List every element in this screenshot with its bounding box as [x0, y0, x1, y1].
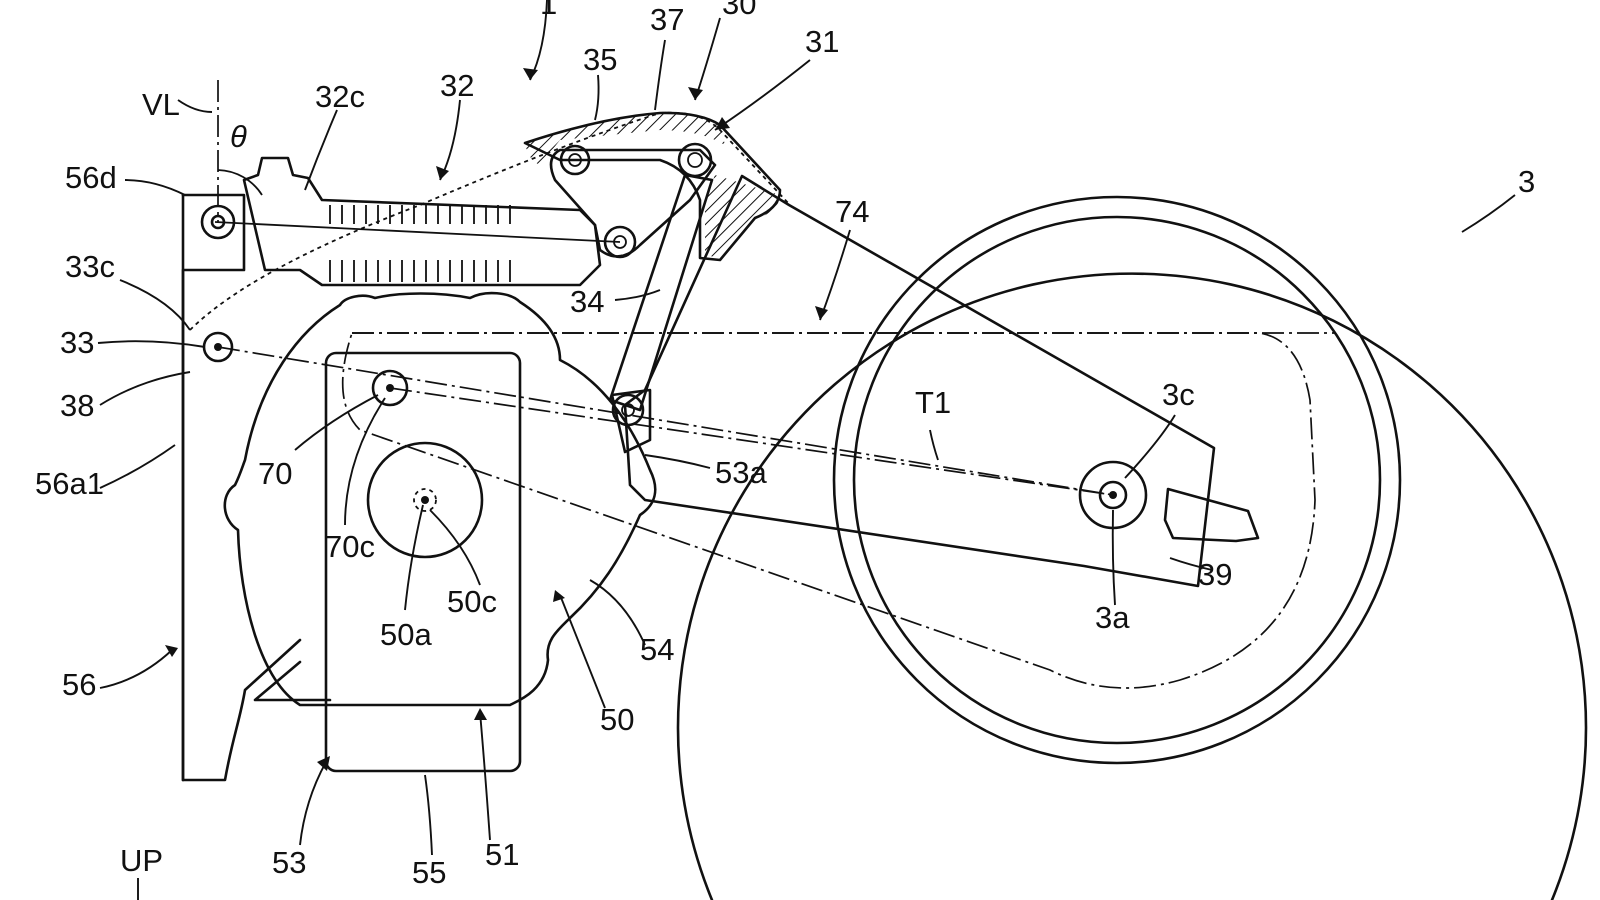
- rim-inner: [852, 215, 1382, 745]
- label-theta: θ: [230, 119, 247, 154]
- label-70c: 70c: [325, 529, 375, 564]
- label-1: 1: [540, 0, 557, 21]
- label-74: 74: [835, 194, 869, 229]
- label-UP: UP: [120, 843, 163, 878]
- label-50: 50: [600, 702, 634, 737]
- label-50c: 50c: [447, 584, 497, 619]
- power-unit-50: [223, 291, 657, 773]
- cover-38: [189, 111, 791, 331]
- label-56d: 56d: [65, 160, 117, 195]
- spring-coils: [329, 205, 511, 282]
- angle-arc-theta: [217, 169, 263, 196]
- label-37: 37: [650, 2, 684, 37]
- line-33-to-3a: [217, 346, 1114, 496]
- label-39: 39: [1198, 557, 1232, 592]
- label-54: 54: [640, 632, 674, 667]
- link-mount-53a: [610, 388, 652, 454]
- axle-3a-inner: [1098, 480, 1128, 510]
- label-33: 33: [60, 325, 94, 360]
- label-3: 3: [1518, 164, 1535, 199]
- label-55: 55: [412, 855, 446, 890]
- shock-body: [242, 156, 602, 287]
- cover-55: [324, 351, 522, 773]
- pulley-50: [366, 441, 484, 559]
- swing-arm-outline: [623, 174, 1216, 588]
- label-56: 56: [62, 667, 96, 702]
- swing-arm: [341, 174, 1335, 689]
- link-rod-34: [608, 173, 714, 412]
- frame-plate-56: [181, 193, 302, 782]
- rear-wheel: [676, 195, 1588, 900]
- swing-arm-slot: [1163, 487, 1260, 543]
- tire-outer-contour: [676, 272, 1588, 900]
- label-70: 70: [258, 456, 292, 491]
- hatched-cover-side: [705, 175, 780, 258]
- shock-axis-line: [214, 221, 621, 243]
- axle-center: [1109, 491, 1117, 499]
- sprocket-70: [371, 369, 409, 407]
- label-56a1: 56a1: [35, 466, 104, 501]
- chain-path-74: [341, 332, 1316, 689]
- label-31: 31: [805, 24, 839, 59]
- hatched-cover-top: [525, 112, 725, 165]
- pivot-32-lower: [603, 225, 637, 259]
- mount-56d-inner: [210, 214, 226, 230]
- rim-outer: [832, 195, 1402, 765]
- line-T1: [389, 387, 1114, 496]
- label-VL: VL: [142, 87, 180, 122]
- leader-lines: [97, 0, 1516, 900]
- label-T1: T1: [915, 385, 951, 420]
- label-35: 35: [583, 42, 617, 77]
- label-32: 32: [440, 68, 474, 103]
- label-50a: 50a: [380, 617, 432, 652]
- pivot-35a: [559, 144, 591, 176]
- label-53a: 53a: [715, 455, 767, 490]
- lower-bracket: [253, 660, 332, 702]
- label-34: 34: [570, 284, 604, 319]
- center-50a: [421, 496, 429, 504]
- label-30: 30: [722, 0, 756, 21]
- pivot-34-lower: [611, 393, 645, 427]
- axis-50c: [413, 488, 437, 512]
- pivot-and-lines: [202, 331, 1148, 530]
- label-3c: 3c: [1162, 377, 1195, 412]
- link-mechanism-30: [189, 111, 791, 454]
- label-32c: 32c: [315, 79, 365, 114]
- label-38: 38: [60, 388, 94, 423]
- label-51: 51: [485, 837, 519, 872]
- reference-labels: 1 30 37 31 35 32 32c VL θ 56d 74 3 33c 3…: [35, 0, 1535, 890]
- label-33c: 33c: [65, 249, 115, 284]
- unit-case-outline: [223, 291, 657, 707]
- label-53: 53: [272, 845, 306, 880]
- bellcrank-35: [549, 148, 717, 258]
- label-3a: 3a: [1095, 600, 1130, 635]
